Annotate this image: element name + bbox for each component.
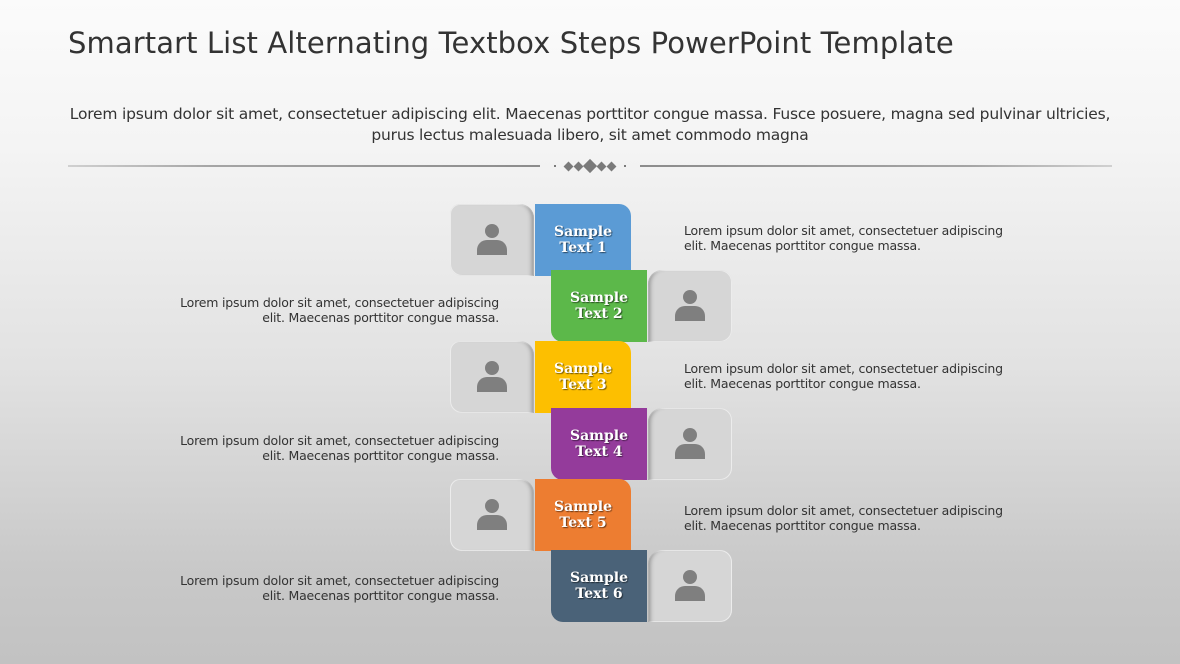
step-5-desc-line1: Lorem ipsum dolor sit amet, consectetuer… [684,503,1003,518]
step-6-desc-line1: Lorem ipsum dolor sit amet, consectetuer… [180,573,499,588]
step-2-desc-line2: elit. Maecenas porttitor congue massa. [262,310,499,325]
person-icon [477,499,507,531]
step-6-label-line2: Text 6 [575,586,623,602]
diamond-icon [582,158,598,174]
step-2-description: Lorem ipsum dolor sit amet, consectetuer… [139,295,499,325]
step-1-icon-box [450,204,534,276]
step-2-desc-line1: Lorem ipsum dolor sit amet, consectetuer… [180,295,499,310]
step-5-label-line2: Text 5 [559,515,607,531]
step-6-icon-box [648,550,732,622]
divider-line-left [68,165,540,167]
step-3-desc-line1: Lorem ipsum dolor sit amet, consectetuer… [684,361,1003,376]
step-5-icon-box [450,479,534,551]
diamond-icon [606,161,617,171]
step-5-label-line1: Sample [553,499,612,515]
step-4-label-line2: Text 4 [575,444,623,460]
step-4-label-line1: Sample [569,428,628,444]
person-icon [477,224,507,256]
diamond-icon [596,161,607,171]
step-3-description: Lorem ipsum dolor sit amet, consectetuer… [684,361,1044,391]
step-3-icon-box [450,341,534,413]
step-2-icon-box [648,270,732,342]
step-6-label-line1: Sample [569,570,628,586]
step-1-desc-line2: elit. Maecenas porttitor congue massa. [684,238,921,253]
person-icon [477,361,507,393]
step-1-label-line1: Sample [553,224,612,240]
person-icon [675,428,705,460]
step-3-label-line1: Sample [553,361,612,377]
step-1-desc-line1: Lorem ipsum dolor sit amet, consectetuer… [684,223,1003,238]
divider-line-right [640,165,1112,167]
step-2-label-line1: Sample [569,290,628,306]
slide-title: Smartart List Alternating Textbox Steps … [68,26,954,60]
step-1-label-line2: Text 1 [559,240,607,256]
step-4-icon-box [648,408,732,480]
step-2-label-line2: Text 2 [575,306,623,322]
step-5-desc-line2: elit. Maecenas porttitor congue massa. [684,518,921,533]
person-icon [675,570,705,602]
dot-icon [554,165,556,167]
step-3-desc-line2: elit. Maecenas porttitor congue massa. [684,376,921,391]
ornamental-divider [68,158,1112,174]
step-4-description: Lorem ipsum dolor sit amet, consectetuer… [139,433,499,463]
divider-ornament [540,158,640,174]
step-1-description: Lorem ipsum dolor sit amet, consectetuer… [684,223,1044,253]
person-icon [675,290,705,322]
step-4-desc-line1: Lorem ipsum dolor sit amet, consectetuer… [180,433,499,448]
step-6-desc-line2: elit. Maecenas porttitor congue massa. [262,588,499,603]
dot-icon [624,165,626,167]
step-5-description: Lorem ipsum dolor sit amet, consectetuer… [684,503,1044,533]
step-4-desc-line2: elit. Maecenas porttitor congue massa. [262,448,499,463]
step-3-label-line2: Text 3 [559,377,607,393]
step-6-description: Lorem ipsum dolor sit amet, consectetuer… [139,573,499,603]
diamond-icon [563,161,574,171]
slide-subtitle: Lorem ipsum dolor sit amet, consectetuer… [69,105,1111,144]
